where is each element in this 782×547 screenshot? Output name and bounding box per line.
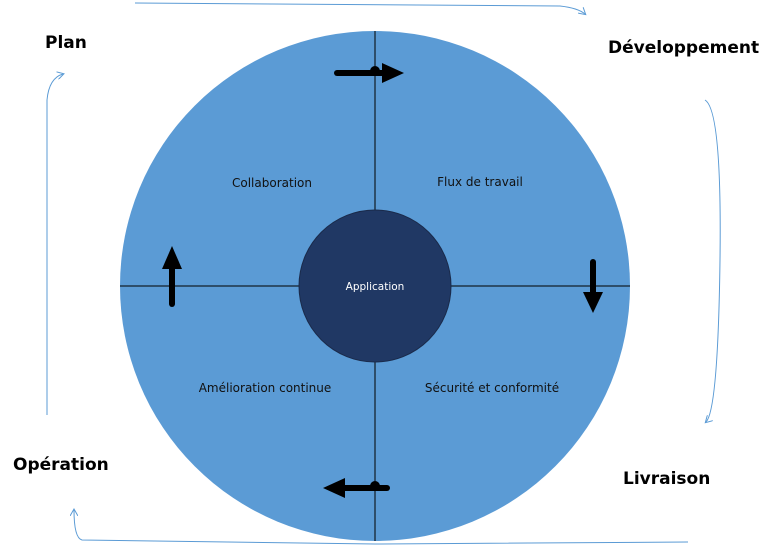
cycle-arrow-delivery-to-operation bbox=[74, 510, 689, 545]
arrow-right-icon bbox=[334, 63, 404, 83]
phase-label-operation: Opération bbox=[13, 455, 109, 475]
cycle-arrow-plan-to-development bbox=[134, 2, 585, 14]
quadrant-label-security: Sécurité et conformité bbox=[425, 381, 559, 395]
phase-label-development: Développement bbox=[608, 38, 759, 58]
center-label: Application bbox=[346, 281, 405, 293]
phase-label-plan: Plan bbox=[45, 33, 87, 53]
cycle-arrow-operation-to-plan bbox=[46, 74, 63, 415]
quadrant-label-workflow: Flux de travail bbox=[437, 175, 523, 189]
arrow-down-icon bbox=[583, 259, 603, 313]
inner-circle bbox=[298, 209, 452, 363]
arrow-up-icon bbox=[162, 246, 182, 307]
quadrant-label-collaboration: Collaboration bbox=[232, 176, 312, 190]
cycle-arrow-development-to-delivery bbox=[705, 99, 721, 422]
quadrant-label-improvement: Amélioration continue bbox=[199, 381, 332, 395]
phase-label-delivery: Livraison bbox=[623, 469, 710, 489]
arrow-left-icon bbox=[323, 478, 390, 498]
